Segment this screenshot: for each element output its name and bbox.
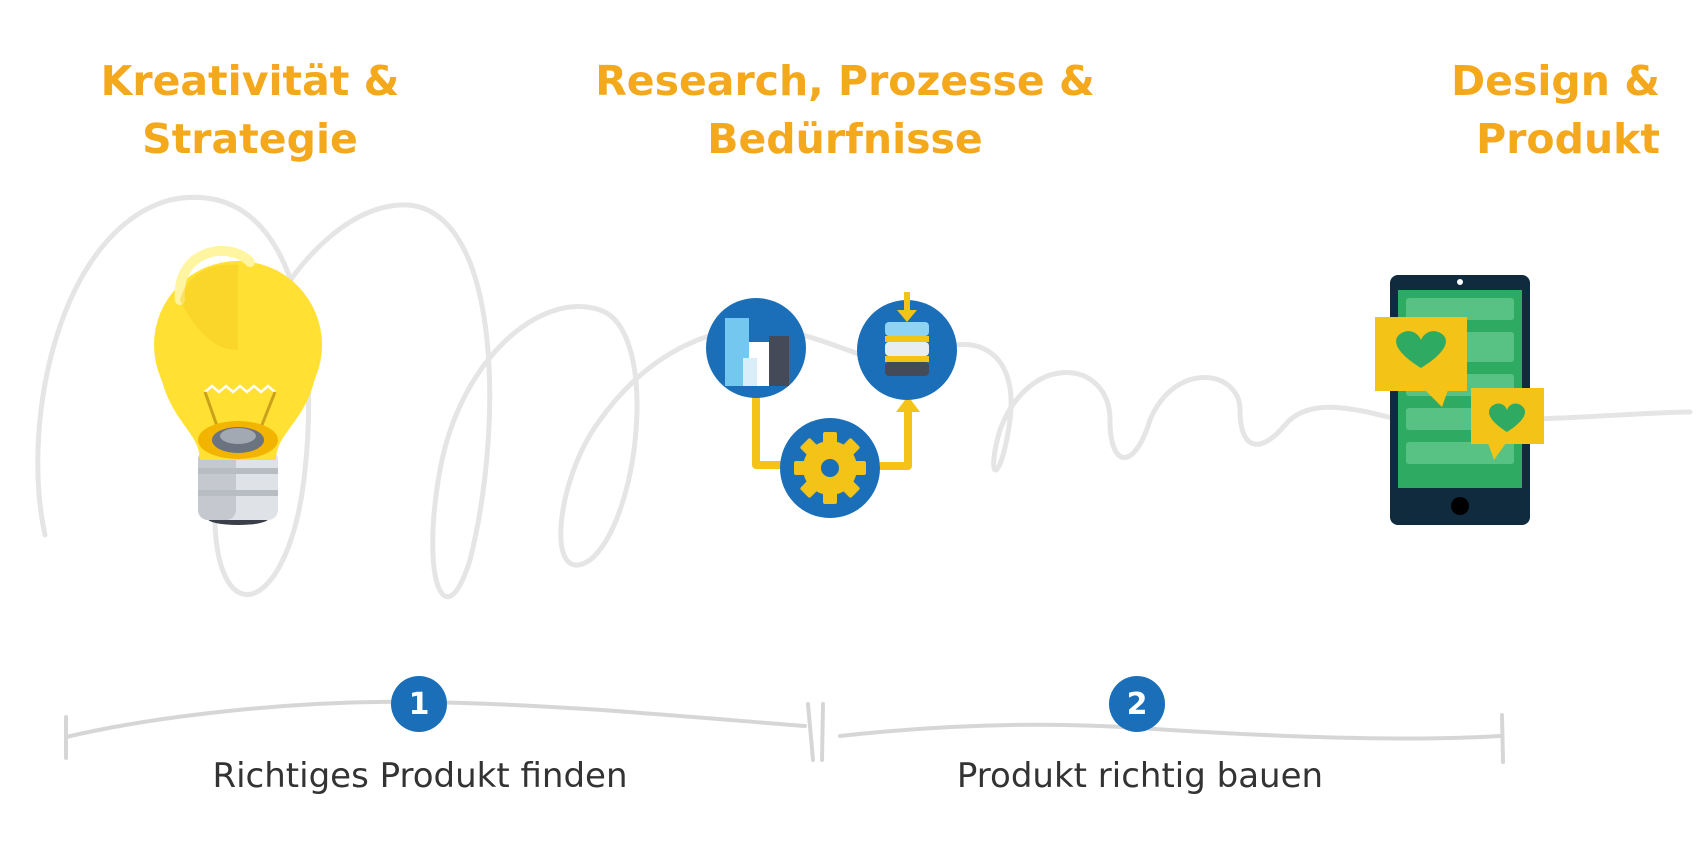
stage-title-line: Kreativität & [100,57,400,105]
stage-title-creativity: Kreativität & Strategie [100,52,400,168]
stage-title-design: Design & Produkt [1300,52,1660,168]
stage-title-research: Research, Prozesse & Bedürfnisse [560,52,1130,168]
step-number-badge: 2 [1109,676,1165,732]
step-label: Richtiges Produkt finden [212,756,628,796]
stage-title-line: Design & [1451,57,1660,105]
stage-title-line: Strategie [142,115,358,163]
smartphone-icon [1375,275,1544,525]
lightbulb-icon [154,245,322,525]
stage-title-line: Produkt [1476,115,1660,163]
stage-title-line: Bedürfnisse [707,115,983,163]
squiggle-line [35,195,1693,600]
step-label: Produkt richtig bauen [956,756,1324,796]
process-flow-icon [706,292,957,518]
step-number-badge: 1 [391,676,447,732]
stage-title-line: Research, Prozesse & [595,57,1095,105]
